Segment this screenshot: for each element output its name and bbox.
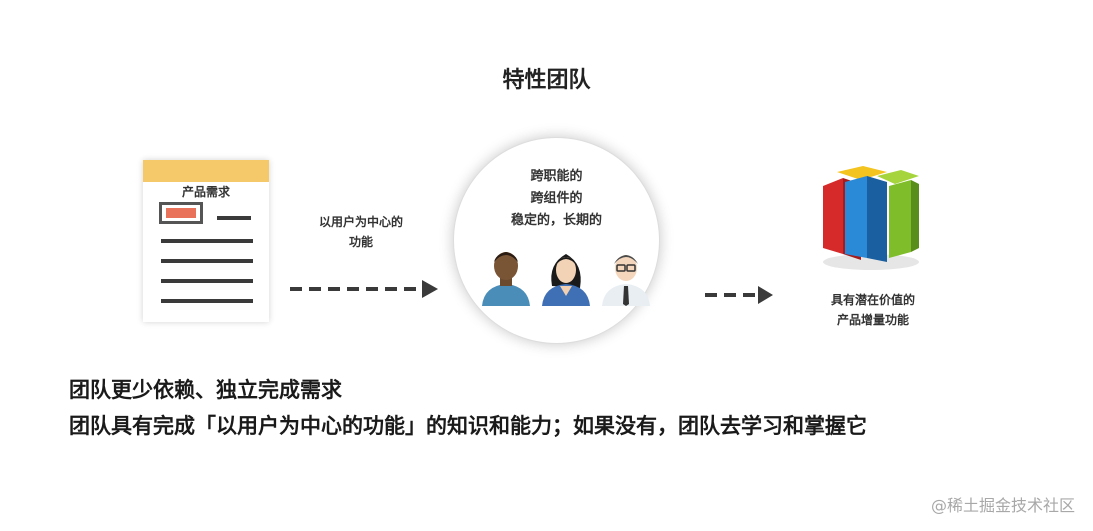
statement: 团队更少依赖、独立完成需求 — [69, 378, 342, 402]
document-line — [161, 239, 253, 243]
arrow1-label-line: 以用户为中心的 — [318, 215, 403, 229]
person-icon — [542, 254, 590, 306]
result-label-line: 具有潜在价值的 — [830, 293, 915, 307]
person-icon — [482, 252, 530, 306]
team-circle: 跨职能的 跨组件的 稳定的，长期的 — [453, 137, 660, 344]
arrow1-label: 以用户为中心的 功能 — [296, 212, 426, 252]
dashed-arrow-icon — [705, 286, 773, 304]
result-label: 具有潜在价值的 产品增量功能 — [798, 290, 948, 330]
document-line — [161, 279, 253, 283]
document-highlight-box — [159, 202, 203, 224]
team-traits: 跨职能的 跨组件的 稳定的，长期的 — [454, 166, 659, 232]
dashed-arrow-icon — [290, 280, 438, 298]
team-trait: 跨职能的 — [530, 169, 583, 184]
cube-stack-icon — [823, 166, 919, 270]
person-icon — [602, 255, 650, 306]
document-icon: 产品需求 — [143, 160, 269, 322]
page-title: 特性团队 — [502, 68, 591, 93]
team-trait: 跨组件的 — [530, 191, 583, 206]
arrow1-label-line: 功能 — [348, 235, 373, 249]
statement: 团队具有完成「以用户为中心的功能」的知识和能力；如果没有，团队去学习和掌握它 — [69, 414, 867, 438]
document-line — [161, 299, 253, 303]
watermark: @稀土掘金技术社区 — [930, 496, 1075, 515]
document-highlight-fill — [166, 208, 196, 218]
result-label-line: 产品增量功能 — [836, 313, 909, 327]
document-line — [161, 259, 253, 263]
document-line — [217, 216, 251, 220]
document-header-band — [143, 160, 269, 182]
document-label: 产品需求 — [181, 185, 230, 199]
team-trait: 稳定的，长期的 — [510, 213, 602, 228]
